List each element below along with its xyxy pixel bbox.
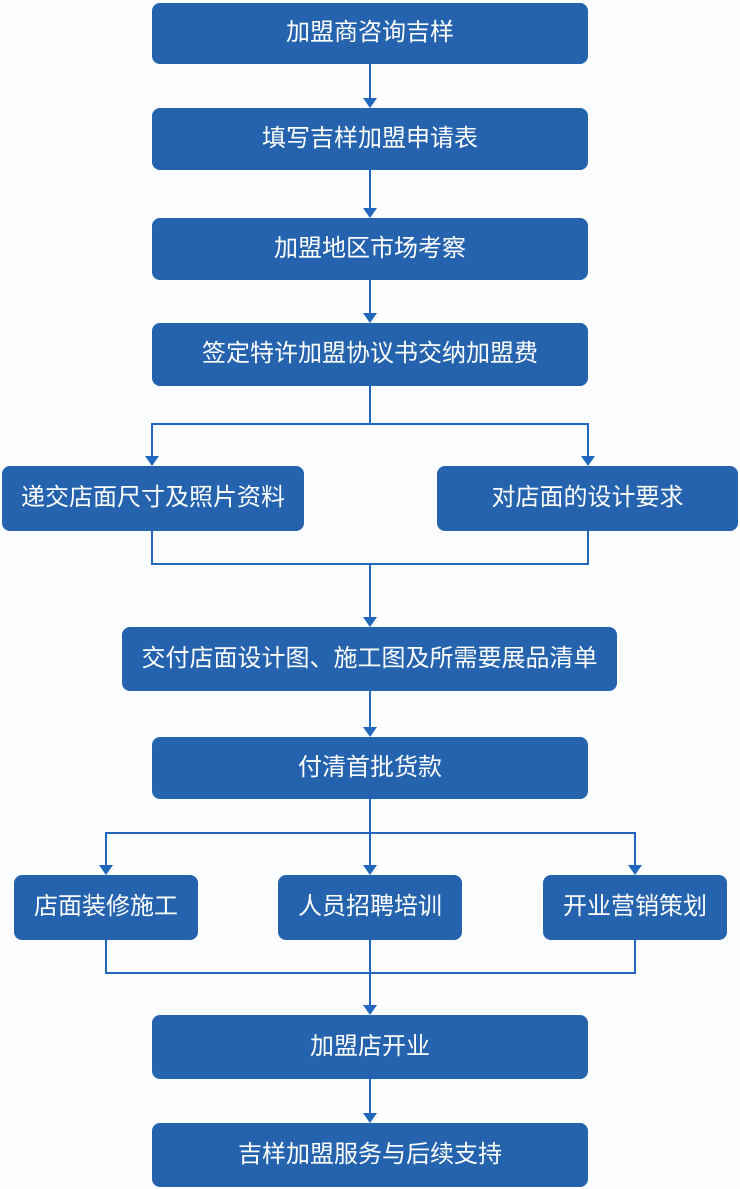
connector-line (369, 691, 371, 729)
connector-line (151, 531, 153, 565)
node-recruitment-training: 人员招聘培训 (278, 875, 462, 940)
node-application-form: 填写吉样加盟申请表 (152, 108, 588, 170)
arrow-down-icon (363, 1005, 377, 1015)
connector-line (105, 832, 107, 867)
arrow-down-icon (363, 617, 377, 627)
arrow-down-icon (363, 313, 377, 323)
node-marketing-planning: 开业营销策划 (543, 875, 727, 940)
connector-line (369, 386, 371, 425)
connector-line (369, 940, 371, 1007)
node-deliver-drawings: 交付店面设计图、施工图及所需要展品清单 (122, 627, 617, 691)
connector-line (369, 563, 371, 619)
arrow-down-icon (363, 1113, 377, 1123)
connector-line (369, 64, 371, 100)
node-first-payment: 付清首批货款 (152, 737, 588, 799)
node-renovation: 店面装修施工 (14, 875, 198, 940)
node-followup-support: 吉样加盟服务与后续支持 (152, 1123, 588, 1187)
arrow-down-icon (99, 865, 113, 875)
arrow-down-icon (363, 727, 377, 737)
arrow-down-icon (145, 456, 159, 466)
arrow-down-icon (363, 865, 377, 875)
connector-line (105, 940, 107, 974)
node-market-inspection: 加盟地区市场考察 (152, 218, 588, 280)
arrow-down-icon (581, 456, 595, 466)
node-submit-store-info: 递交店面尺寸及照片资料 (2, 466, 304, 531)
arrow-down-icon (363, 98, 377, 108)
arrow-down-icon (363, 208, 377, 218)
connector-line (105, 832, 636, 834)
connector-line (369, 170, 371, 210)
connector-line (587, 531, 589, 565)
connector-line (151, 423, 589, 425)
connector-line (587, 423, 589, 458)
connector-line (369, 280, 371, 315)
node-store-opening: 加盟店开业 (152, 1015, 588, 1079)
connector-line (634, 940, 636, 974)
arrow-down-icon (628, 865, 642, 875)
connector-line (634, 832, 636, 867)
connector-line (151, 423, 153, 458)
node-consult: 加盟商咨询吉样 (152, 3, 588, 64)
node-sign-agreement: 签定特许加盟协议书交纳加盟费 (152, 323, 588, 386)
connector-line (369, 1079, 371, 1115)
node-design-requirements: 对店面的设计要求 (437, 466, 738, 531)
